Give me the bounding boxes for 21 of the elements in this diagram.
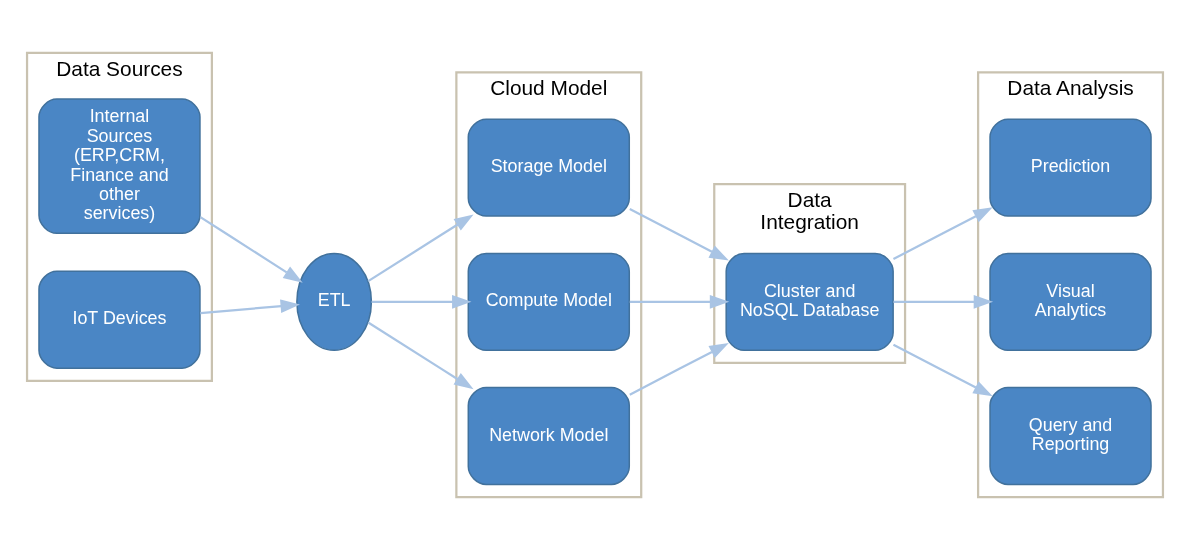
arrow: [893, 295, 994, 309]
arrow: [892, 207, 993, 260]
node-box: Storage Model: [467, 118, 631, 217]
node-ellipse: ETL: [296, 252, 373, 352]
arrow: [200, 299, 300, 315]
node-box: Internal Sources (ERP,CRM, Finance and other services): [38, 98, 201, 234]
arrow: [371, 295, 472, 309]
arrow: [367, 321, 474, 390]
node-box: Cluster and NoSQL Database: [725, 252, 894, 352]
node-box: Query and Reporting: [989, 386, 1152, 486]
arrow: [367, 214, 474, 283]
node-box: Network Model: [467, 386, 631, 486]
node-box: Visual Analytics: [989, 252, 1152, 352]
arrow: [629, 343, 729, 396]
node-box: Compute Model: [467, 252, 631, 352]
node-box: IoT Devices: [38, 270, 201, 369]
node-box: Prediction: [989, 118, 1152, 217]
arrow: [629, 208, 729, 261]
arrow: [199, 216, 303, 283]
arrow: [892, 343, 993, 397]
arrow: [629, 295, 730, 309]
